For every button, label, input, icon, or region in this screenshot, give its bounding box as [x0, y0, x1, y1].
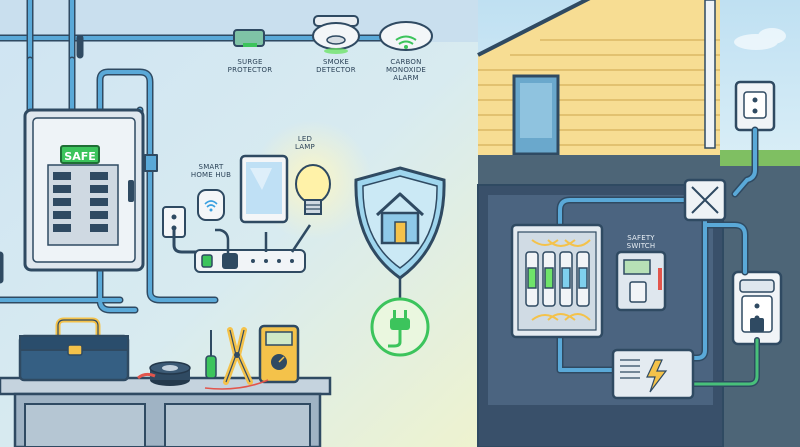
pliers: [223, 327, 253, 385]
power-strip: [194, 249, 306, 273]
co-alarm: [379, 21, 433, 51]
generator-unit: [611, 348, 695, 400]
led-lamp: [295, 164, 331, 215]
smart-home-hub: [197, 189, 225, 221]
co-alarm-label: CARBON MONOXIDE ALARM: [385, 58, 427, 82]
tablet: [239, 154, 289, 224]
surge-protector: [233, 29, 265, 47]
grass: [720, 150, 800, 166]
smoke-detector-label: SMOKE DETECTOR: [316, 58, 356, 74]
workbench: [0, 376, 332, 447]
wifi-icon: [204, 200, 218, 208]
junction-box: [683, 178, 727, 222]
weatherproof-outlet: [731, 270, 783, 346]
safety-switch: [615, 250, 667, 312]
multimeter: [204, 324, 300, 390]
exterior-wires: [556, 126, 760, 387]
wall-conduits: [0, 56, 219, 314]
house-facade: [477, 0, 720, 160]
surge-protector-label: SURGE PROTECTOR: [227, 58, 273, 74]
smart-home-hub-label: SMART HOME HUB: [190, 163, 232, 179]
outlet-cord: [172, 230, 196, 254]
shield-home-icon: [354, 166, 446, 280]
fuse-panel: [510, 223, 604, 339]
exterior-outlet-top: [734, 80, 776, 132]
led-lamp-label: LED LAMP: [295, 135, 315, 151]
safety-switch-label: SAFETY SWITCH: [626, 234, 656, 250]
lightning-icon: [646, 359, 668, 393]
wall-outlet-left: [162, 206, 186, 238]
screwdriver: [205, 330, 217, 379]
electrical-tape: [137, 361, 191, 386]
breaker-panel: [23, 108, 145, 272]
toolbox: [18, 317, 130, 382]
plug-icon: [370, 297, 430, 357]
panel-status-badge: SAFE: [60, 145, 100, 164]
smoke-detector: [312, 15, 360, 54]
